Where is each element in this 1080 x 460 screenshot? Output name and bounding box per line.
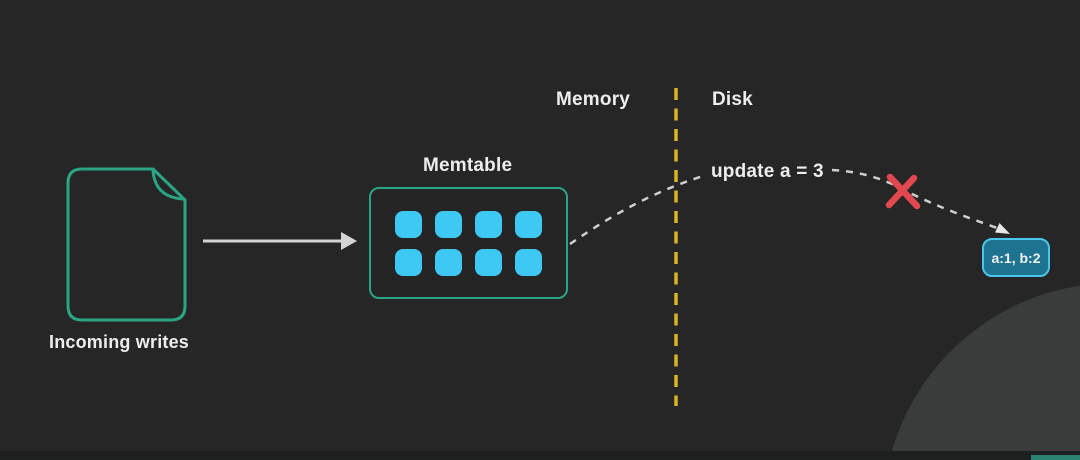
disk-section-label: Disk (712, 89, 753, 110)
memtable-cell (395, 210, 422, 238)
memtable-cell (515, 248, 542, 276)
arrow-right-icon (203, 232, 357, 250)
bottom-strip (0, 451, 1080, 460)
memtable-cell (475, 248, 502, 276)
memtable-cell (395, 248, 422, 276)
memtable-cell (515, 210, 542, 238)
dashed-flow-arrow (569, 168, 1010, 246)
memory-section-label: Memory (556, 89, 631, 110)
sstable-record-box: a:1, b:2 (982, 238, 1050, 277)
memtable-cell (435, 210, 462, 238)
document-icon (66, 167, 187, 322)
memtable-cell (435, 248, 462, 276)
x-blocked-icon (885, 173, 921, 210)
update-operation-label: update a = 3 (711, 161, 824, 182)
progress-bar (1031, 455, 1080, 460)
dashed-arrowhead (995, 223, 1010, 234)
incoming-writes-label: Incoming writes (49, 332, 190, 352)
memtable-title: Memtable (423, 155, 513, 176)
sstable-record-value: a:1, b:2 (991, 249, 1041, 266)
memtable-box (369, 187, 568, 299)
memtable-cell (475, 210, 502, 238)
